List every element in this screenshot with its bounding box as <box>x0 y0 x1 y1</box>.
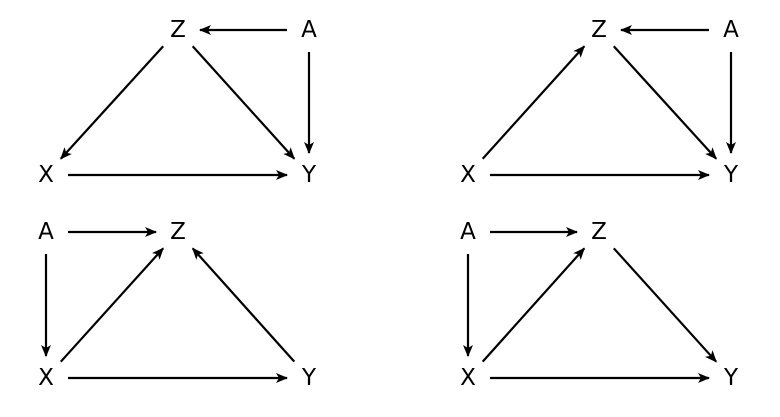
node-z: Z <box>591 219 607 245</box>
node-y: Y <box>723 365 739 391</box>
diagram-top-left: Z A X Y <box>38 17 317 188</box>
edge-z-to-y <box>612 247 718 363</box>
edge-z-to-x <box>59 45 165 160</box>
node-x: X <box>38 365 54 391</box>
edge-z-to-y <box>191 45 296 160</box>
node-y: Y <box>301 162 317 188</box>
node-y: Y <box>301 365 317 391</box>
node-a: A <box>460 219 476 245</box>
edge-x-to-z <box>59 247 165 363</box>
edge-y-to-z <box>191 247 296 363</box>
edge-x-to-z <box>481 247 586 363</box>
node-a: A <box>723 17 739 43</box>
edge-x-to-z <box>481 45 586 160</box>
diagram-top-right: Z A X Y <box>460 17 739 188</box>
node-a: A <box>301 17 317 43</box>
diagram-bottom-left: A Z X Y <box>38 219 317 391</box>
node-z: Z <box>591 17 607 43</box>
node-x: X <box>38 162 54 188</box>
node-z: Z <box>170 219 186 245</box>
node-z: Z <box>170 17 186 43</box>
node-y: Y <box>723 162 739 188</box>
node-x: X <box>460 162 476 188</box>
diagram-bottom-right: A Z X Y <box>460 219 739 391</box>
node-x: X <box>460 365 476 391</box>
node-a: A <box>38 219 54 245</box>
edge-z-to-y <box>612 45 718 160</box>
